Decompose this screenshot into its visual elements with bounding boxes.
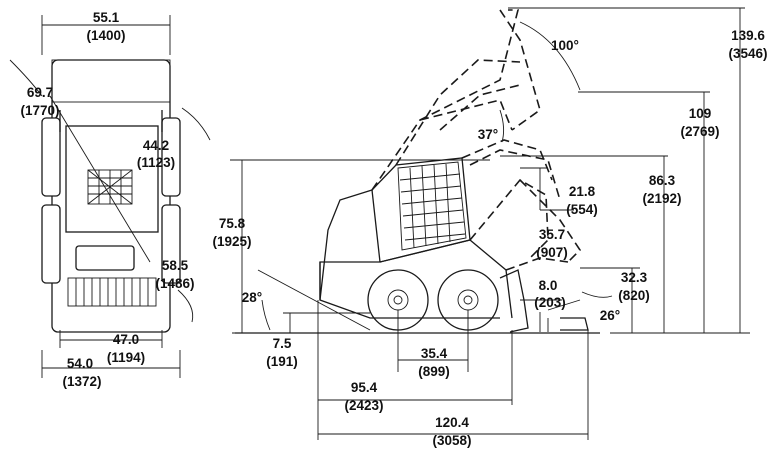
dim-dump-reach-max-metric: (554) <box>566 202 598 217</box>
top-view <box>9 15 211 378</box>
dim-length-no-bucket-value: 95.4 <box>351 380 378 395</box>
dim-max-height-metric: (3546) <box>728 46 767 61</box>
dim-departure-angle: 26° <box>600 308 620 323</box>
dimension-labels: 55.1 (1400) 69.7 (1770) 44.2 (1123) 58.5… <box>20 10 767 448</box>
dim-overall-width-metric: (1372) <box>62 374 101 389</box>
dim-ground-clear-metric: (191) <box>266 354 298 369</box>
dim-length-bucket-metric: (3058) <box>432 433 471 448</box>
dim-wheelbase-metric: (899) <box>418 364 450 379</box>
dim-dump-angle-top: 100° <box>551 38 579 53</box>
dim-carry-reach-value: 8.0 <box>539 278 558 293</box>
dim-dump-height-value: 86.3 <box>649 173 676 188</box>
cab-grille-top <box>87 169 133 205</box>
dim-top-width-value: 55.1 <box>93 10 120 25</box>
dim-dump-angle-mid: 37° <box>478 127 498 142</box>
dim-diag-rear-value: 58.5 <box>162 258 189 273</box>
dim-turning-dia-metric: (1770) <box>20 103 59 118</box>
dim-dump-height-metric: (2192) <box>642 191 681 206</box>
dim-max-height-value: 139.6 <box>731 28 765 43</box>
dim-rollback-angle: 28° <box>242 290 262 305</box>
dim-diag-rear-metric: (1486) <box>155 276 194 291</box>
dim-dump-reach-value: 35.7 <box>539 227 565 242</box>
dim-dump-reach-max-value: 21.8 <box>569 184 596 199</box>
engine-grille <box>67 277 157 307</box>
side-view <box>230 7 750 440</box>
dim-hinge-height-metric: (2769) <box>680 124 719 139</box>
cab-grille-side <box>397 161 467 251</box>
dim-overall-width-value: 54.0 <box>67 356 93 371</box>
dim-length-no-bucket-metric: (2423) <box>344 398 383 413</box>
dim-height-cab-metric: (1925) <box>212 234 251 249</box>
dim-bucket-front-metric: (1123) <box>137 155 175 170</box>
dim-carry-reach-metric: (203) <box>534 295 566 310</box>
dim-carry-height-value: 32.3 <box>621 270 648 285</box>
dim-dump-reach-metric: (907) <box>536 245 568 260</box>
dim-wheelbase-value: 35.4 <box>421 346 448 361</box>
dim-ground-clear-value: 7.5 <box>273 336 292 351</box>
dim-hinge-height-value: 109 <box>689 106 712 121</box>
dim-bucket-front-value: 44.2 <box>143 138 169 153</box>
dim-track-width-value: 47.0 <box>113 332 139 347</box>
dim-top-width-metric: (1400) <box>86 28 125 43</box>
dim-track-width-metric: (1194) <box>107 350 145 365</box>
dim-turning-dia-value: 69.7 <box>27 85 53 100</box>
dim-carry-height-metric: (820) <box>618 288 650 303</box>
dim-length-bucket-value: 120.4 <box>435 415 469 430</box>
dim-height-cab-value: 75.8 <box>219 216 246 231</box>
